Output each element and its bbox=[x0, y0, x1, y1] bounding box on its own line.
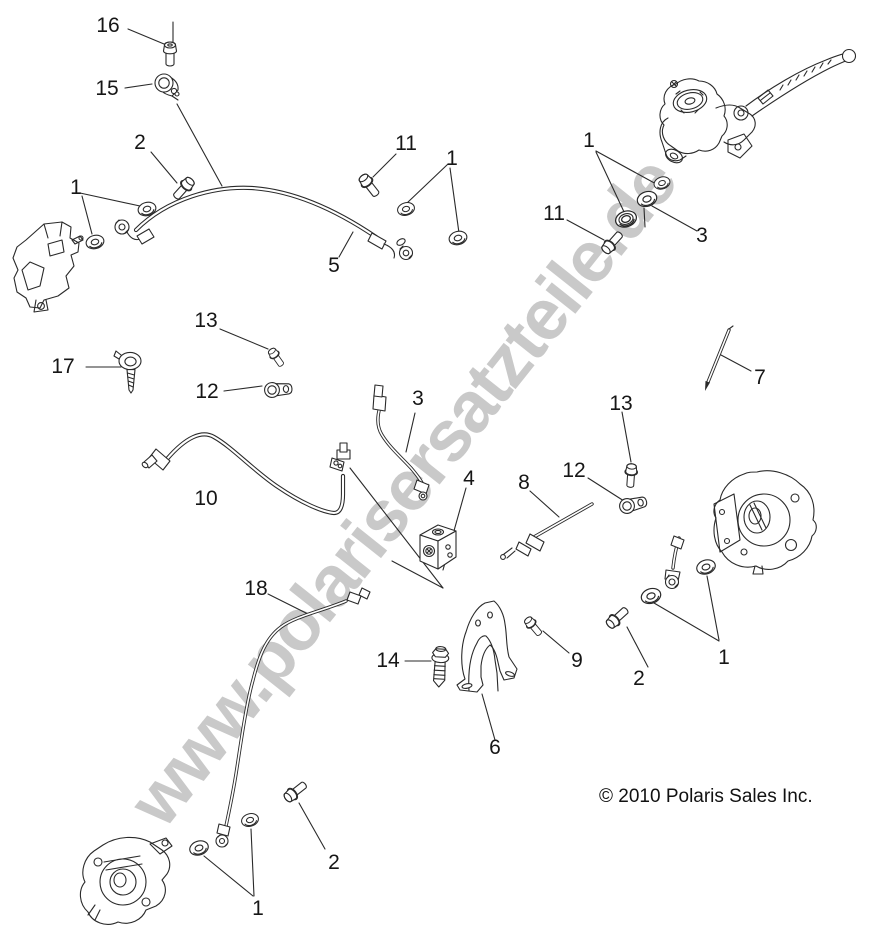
washer-1 bbox=[638, 585, 664, 607]
callout-label-9: 9 bbox=[571, 649, 583, 672]
callout-label-12a: 12 bbox=[195, 380, 219, 403]
callout-label-3b: 3 bbox=[412, 387, 424, 410]
bolt-14-illustration bbox=[431, 646, 450, 688]
callout-label-4: 4 bbox=[463, 467, 475, 490]
callout-label-13a: 13 bbox=[194, 309, 218, 332]
callout-label-7: 7 bbox=[754, 366, 766, 389]
bracket-6-illustration bbox=[456, 600, 518, 693]
callout-label-5: 5 bbox=[328, 254, 340, 277]
screw-17-illustration bbox=[113, 350, 142, 394]
front-caliper-illustration bbox=[12, 221, 84, 313]
callout-label-11b: 11 bbox=[543, 202, 565, 225]
rear-caliper-illustration bbox=[79, 836, 173, 925]
callout-label-8: 8 bbox=[518, 471, 530, 494]
callout-label-2c: 2 bbox=[328, 851, 340, 874]
pin-7-illustration bbox=[705, 325, 734, 391]
washer-1 bbox=[694, 556, 718, 578]
washer-1 bbox=[651, 174, 673, 192]
callout-label-17: 17 bbox=[51, 355, 75, 378]
callout-label-1d: 1 bbox=[718, 646, 730, 669]
callout-label-11a: 11 bbox=[395, 132, 417, 155]
callout-label-10: 10 bbox=[194, 487, 218, 510]
callout-label-2a: 2 bbox=[134, 131, 146, 154]
callout-label-1a: 1 bbox=[70, 176, 82, 199]
bolt-11-right bbox=[598, 228, 627, 257]
clamp-12-right bbox=[617, 493, 649, 516]
brake-hose-18-illustration bbox=[215, 587, 371, 848]
rear-hose-fitting-illustration bbox=[664, 535, 685, 590]
callout-label-2b: 2 bbox=[633, 667, 645, 690]
screw-16-illustration bbox=[162, 41, 178, 67]
clamp-15-illustration bbox=[154, 73, 180, 101]
callout-label-14: 14 bbox=[376, 649, 400, 672]
brake-hose-3-illustration bbox=[372, 384, 430, 501]
washer-1 bbox=[634, 188, 660, 210]
bolt-2-bottom bbox=[281, 778, 310, 806]
leader-lines bbox=[79, 21, 752, 897]
bolt-11-left bbox=[355, 171, 383, 200]
bolt-9 bbox=[521, 614, 545, 639]
callout-label-6: 6 bbox=[489, 736, 501, 759]
washer-1 bbox=[239, 811, 261, 829]
washer-1 bbox=[187, 837, 211, 859]
callout-label-1b: 1 bbox=[446, 147, 458, 170]
copyright-text: © 2010 Polaris Sales Inc. bbox=[599, 786, 813, 807]
junction-block-illustration bbox=[419, 524, 457, 570]
callout-label-3a: 3 bbox=[696, 224, 708, 247]
bolt-13-left bbox=[265, 345, 287, 369]
brake-hose-5-illustration bbox=[114, 185, 414, 261]
callout-label-18: 18 bbox=[244, 577, 268, 600]
brake-hose-10-illustration bbox=[141, 432, 351, 516]
cable-8-illustration bbox=[500, 502, 594, 560]
callout-label-13b: 13 bbox=[609, 392, 633, 415]
callout-label-1c: 1 bbox=[583, 129, 595, 152]
clamp-12-left bbox=[263, 380, 294, 399]
rear-housing-illustration bbox=[713, 470, 817, 575]
callout-label-15: 15 bbox=[95, 77, 119, 100]
washer-1 bbox=[84, 232, 106, 252]
callout-label-16: 16 bbox=[96, 14, 120, 37]
washer-3 bbox=[612, 207, 640, 231]
bolt-13-right bbox=[623, 462, 639, 489]
callout-label-12b: 12 bbox=[562, 459, 586, 482]
washer-1 bbox=[447, 228, 469, 248]
master-cylinder-illustration bbox=[659, 48, 857, 164]
callout-label-1e: 1 bbox=[252, 897, 264, 920]
washer-1 bbox=[395, 200, 417, 218]
